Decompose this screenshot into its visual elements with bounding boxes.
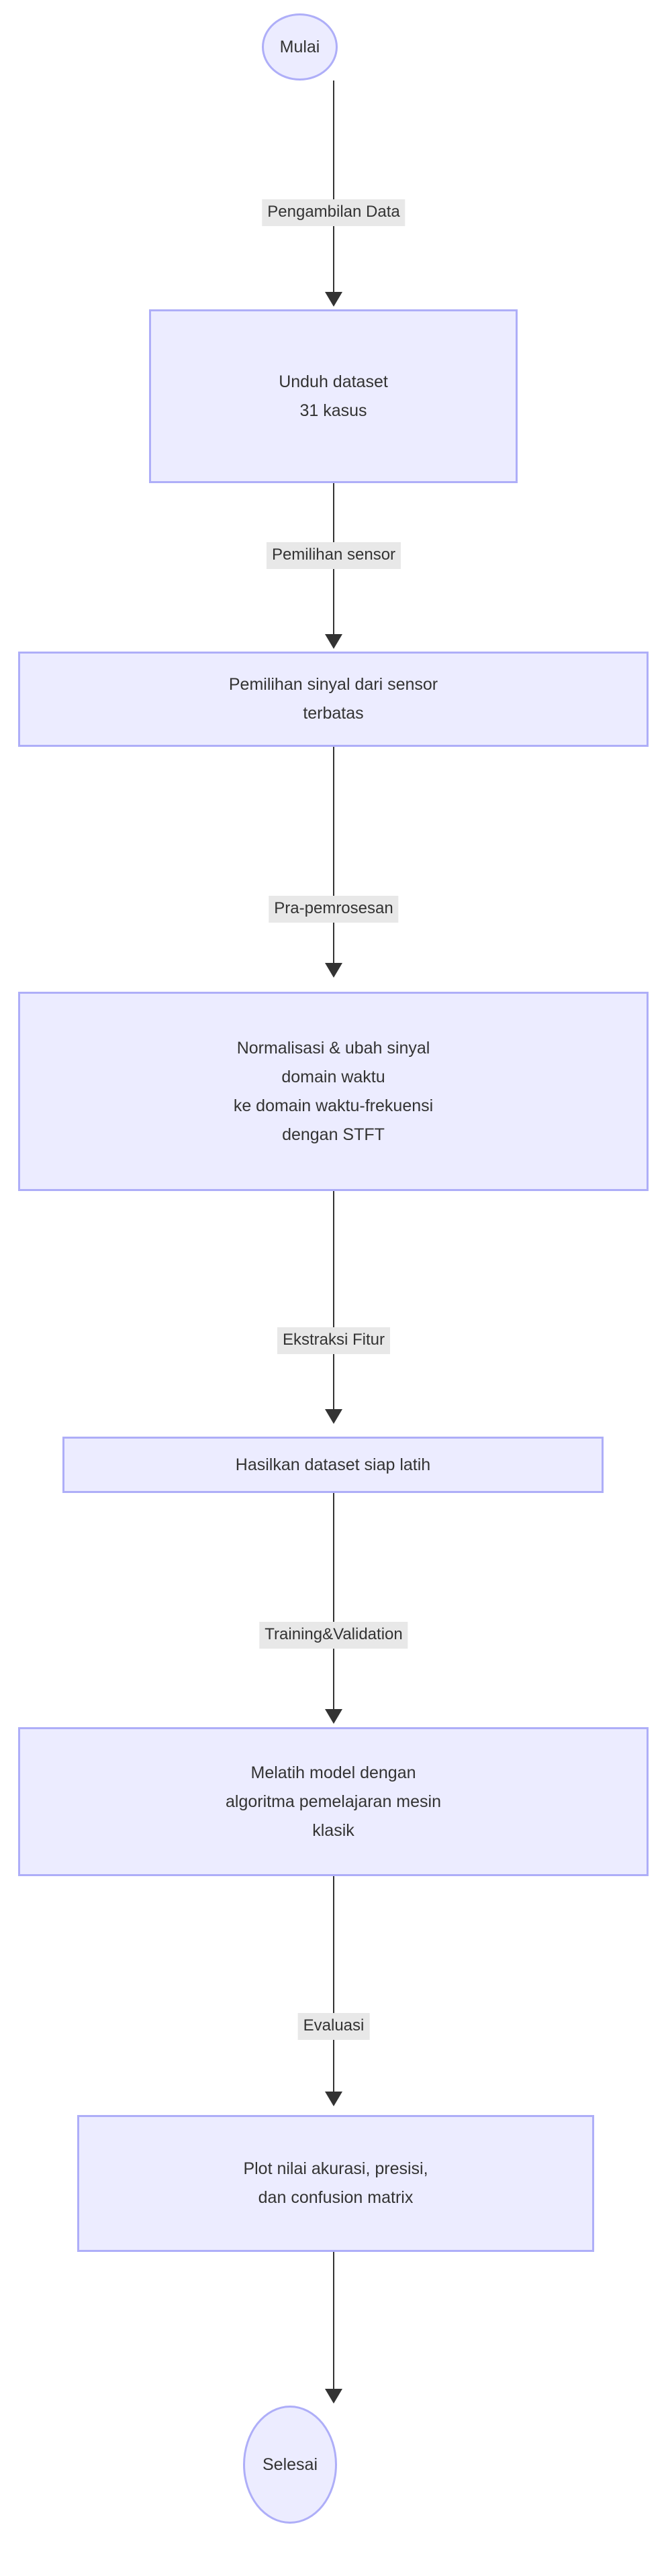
edge-plot-to-end-arrowhead <box>325 2389 342 2404</box>
node-plot-metrics[interactable]: Plot nilai akurasi, presisi, dan confusi… <box>77 2115 594 2252</box>
edge-train-to-plot-arrowhead <box>325 2092 342 2106</box>
node-train-model-line-2: klasik <box>312 1820 354 1840</box>
edge-start-to-download-arrowhead <box>325 292 342 307</box>
node-start-line-0: Mulai <box>279 37 320 56</box>
edge-preprocess-to-dataset-arrowhead <box>325 1409 342 1424</box>
edge-dataset-to-train-line <box>333 1493 334 1709</box>
node-dataset-ready[interactable]: Hasilkan dataset siap latih <box>62 1437 604 1493</box>
node-download-dataset[interactable]: Unduh dataset 31 kasus <box>149 309 518 483</box>
edge-label-pra-pemrosesan: Pra-pemrosesan <box>269 896 399 923</box>
node-end-line-0: Selesai <box>263 2455 318 2474</box>
edge-label-evaluasi: Evaluasi <box>297 2013 370 2040</box>
edge-label-training-validation: Training&Validation <box>259 1622 408 1649</box>
node-plot-metrics-line-1: dan confusion matrix <box>258 2188 414 2207</box>
node-preprocess-stft-line-2: ke domain waktu-frekuensi <box>233 1096 434 1115</box>
node-plot-metrics-line-0: Plot nilai akurasi, presisi, <box>243 2159 428 2178</box>
node-preprocess-stft[interactable]: Normalisasi & ubah sinyal domain waktu k… <box>18 992 649 1191</box>
edge-signal-to-preprocess-line <box>333 747 334 963</box>
node-train-model[interactable]: Melatih model dengan algoritma pemelajar… <box>18 1727 649 1876</box>
edge-label-pengambilan-data: Pengambilan Data <box>262 199 406 226</box>
node-signal-selection-line-0: Pemilihan sinyal dari sensor <box>228 675 438 694</box>
edge-signal-to-preprocess-arrowhead <box>325 963 342 978</box>
edge-start-to-download-line <box>333 81 334 292</box>
node-preprocess-stft-line-1: domain waktu <box>281 1067 385 1086</box>
edge-label-ekstraksi-fitur: Ekstraksi Fitur <box>277 1327 391 1354</box>
edge-label-pemilihan-sensor: Pemilihan sensor <box>266 542 401 569</box>
edge-dataset-to-train-arrowhead <box>325 1709 342 1724</box>
edge-plot-to-end-line <box>333 2252 334 2389</box>
node-signal-selection-line-1: terbatas <box>303 704 364 723</box>
node-download-dataset-line-1: 31 kasus <box>299 401 367 420</box>
node-preprocess-stft-line-0: Normalisasi & ubah sinyal <box>236 1038 430 1058</box>
node-dataset-ready-line-0: Hasilkan dataset siap latih <box>235 1455 431 1474</box>
node-start[interactable]: Mulai <box>262 13 338 81</box>
node-train-model-line-1: algoritma pemelajaran mesin <box>226 1792 441 1811</box>
node-signal-selection[interactable]: Pemilihan sinyal dari sensor terbatas <box>18 652 649 747</box>
edge-preprocess-to-dataset-line <box>333 1191 334 1409</box>
node-end[interactable]: Selesai <box>243 2406 337 2524</box>
node-preprocess-stft-line-3: dengan STFT <box>282 1125 385 1144</box>
edge-download-to-signal-arrowhead <box>325 634 342 649</box>
edge-train-to-plot-line <box>333 1876 334 2092</box>
node-train-model-line-0: Melatih model dengan <box>250 1763 416 1782</box>
node-download-dataset-line-0: Unduh dataset <box>279 372 388 391</box>
